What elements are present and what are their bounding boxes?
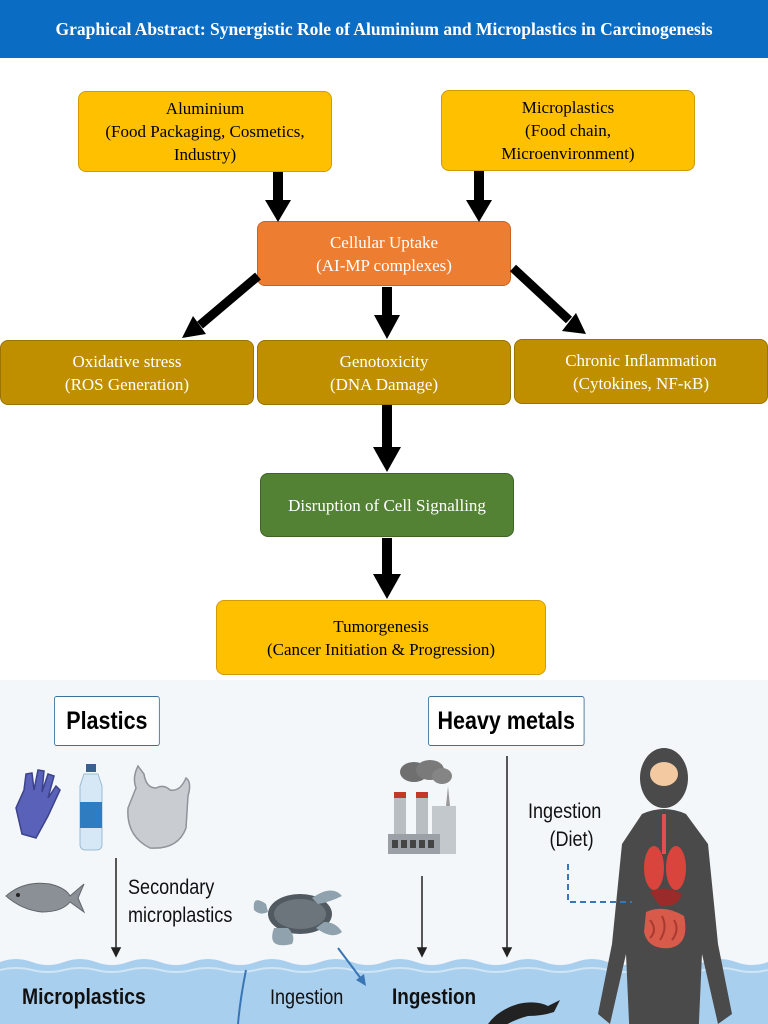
inflammation-subtitle: (Cytokines, NF-κB) xyxy=(572,373,710,393)
plastic-bag-icon xyxy=(127,764,191,849)
aluminium-box: Aluminium (Food Packaging, Cosmetics, In… xyxy=(78,91,332,172)
arrow-uptake-to-genotoxicity xyxy=(374,287,400,339)
signalling-title: Disruption of Cell Signalling xyxy=(288,495,486,515)
arrow-signalling-to-tumorgenesis xyxy=(373,538,401,599)
ingestion-diet-label: Ingestion (Diet) xyxy=(528,800,602,851)
oxidative-subtitle: (ROS Generation) xyxy=(64,374,190,394)
genotoxicity-subtitle: (DNA Damage) xyxy=(329,374,439,394)
ingestion-right-label: Ingestion xyxy=(392,984,477,1009)
heavy-metals-tag-label: Heavy metals xyxy=(437,706,575,735)
tumorgenesis-subtitle: (Cancer Initiation & Progression) xyxy=(266,639,496,659)
oxidative-stress-box: Oxidative stress (ROS Generation) xyxy=(0,340,254,405)
cell-signalling-box: Disruption of Cell Signalling xyxy=(260,473,514,537)
aluminium-title: Aluminium xyxy=(165,99,245,118)
oxidative-title: Oxidative stress xyxy=(72,351,182,371)
aluminium-subtitle2: Industry) xyxy=(173,145,237,164)
genotoxicity-title: Genotoxicity xyxy=(339,351,429,371)
fish-icon xyxy=(5,882,86,914)
bird-icon xyxy=(488,1000,560,1024)
arrow-uptake-to-oxidative xyxy=(197,272,261,329)
illustration-art xyxy=(0,748,768,1024)
arrow-microplastics-to-uptake xyxy=(466,171,492,222)
illustration-panel: Plastics Heavy metals Secondary micropla… xyxy=(0,680,768,1024)
aluminium-subtitle: (Food Packaging, Cosmetics, xyxy=(105,122,305,141)
tumorgenesis-box: Tumorgenesis (Cancer Initiation & Progre… xyxy=(216,600,546,675)
cellular-uptake-box: Cellular Uptake (AI-MP complexes) xyxy=(257,221,511,286)
chronic-inflammation-box: Chronic Inflammation (Cytokines, NF-κB) xyxy=(514,339,768,404)
water-surface xyxy=(0,959,768,1024)
plastics-tag-label: Plastics xyxy=(66,706,148,735)
microplastics-subtitle: (Food chain, xyxy=(525,121,611,140)
plastics-tag: Plastics xyxy=(54,696,160,746)
diet-connector xyxy=(567,864,632,903)
factory-icon xyxy=(388,760,456,854)
human-anatomy-icon xyxy=(598,748,732,1024)
heavy-metals-tag: Heavy metals xyxy=(428,696,585,746)
ingestion-left-label: Ingestion xyxy=(270,986,344,1009)
microplastics-title: Microplastics xyxy=(521,98,615,117)
uptake-subtitle: (AI-MP complexes) xyxy=(316,255,452,275)
secondary-microplastics-label: Secondary microplastics xyxy=(128,876,233,927)
microplastics-water-label: Microplastics xyxy=(22,984,146,1009)
arrow-aluminium-to-uptake xyxy=(265,172,291,222)
flow-arrows xyxy=(182,171,586,599)
arrow-uptake-to-inflammation xyxy=(509,264,573,324)
glove-icon xyxy=(15,769,61,839)
header-banner: Graphical Abstract: Synergistic Role of … xyxy=(0,0,768,58)
inflammation-title: Chronic Inflammation xyxy=(565,350,717,370)
tumorgenesis-title: Tumorgenesis xyxy=(333,616,429,636)
page-title: Graphical Abstract: Synergistic Role of … xyxy=(55,18,713,39)
ingestion-arrow xyxy=(337,947,363,981)
microplastics-subtitle2: Microenvironment) xyxy=(501,144,635,163)
genotoxicity-box: Genotoxicity (DNA Damage) xyxy=(257,340,511,405)
microplastics-box: Microplastics (Food chain, Microenvironm… xyxy=(441,90,695,171)
arrow-genotoxicity-to-signalling xyxy=(373,405,401,472)
water-bottle-icon xyxy=(79,764,103,851)
turtle-icon xyxy=(253,890,342,946)
uptake-title: Cellular Uptake xyxy=(329,232,439,252)
